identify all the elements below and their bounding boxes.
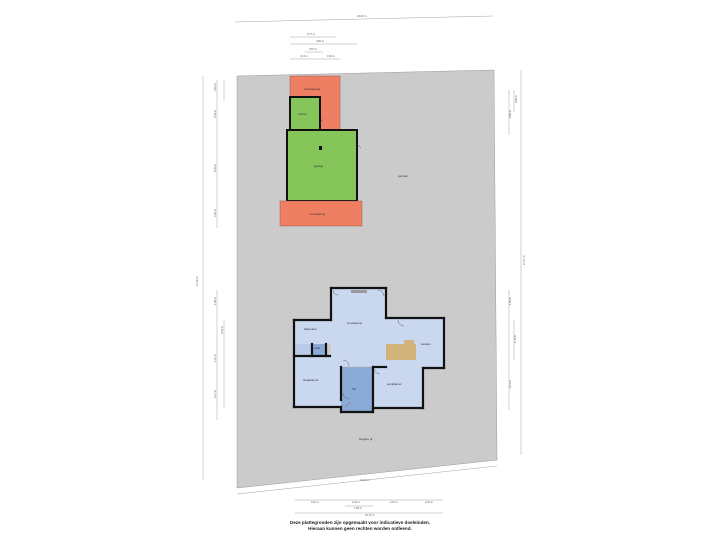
dim-left-1: 3,81 m xyxy=(213,83,217,91)
label-hal: hal xyxy=(352,387,356,391)
room-woonkamer xyxy=(331,288,386,366)
dim-right-3: 1,65 m xyxy=(508,297,512,305)
dim-left-6: 3,45 m xyxy=(220,326,224,334)
outbuilding xyxy=(279,75,363,227)
label-keuken: keuken xyxy=(421,342,431,346)
label-werkkamer: werkkamer xyxy=(387,382,402,386)
label-bijkeuken: bijkeuken xyxy=(304,327,317,331)
dim-right-2: 3,66 m xyxy=(508,110,512,118)
label-woonkamer: woonkamer xyxy=(347,321,363,325)
window-woonkamer xyxy=(351,290,367,293)
shed xyxy=(289,96,321,131)
top-dimensions xyxy=(234,15,494,60)
dim-top-3: 3,57 m xyxy=(309,47,317,51)
garage-side-door xyxy=(356,143,362,149)
room-bijkeuken xyxy=(295,320,331,344)
room-hal xyxy=(341,367,373,412)
dim-right-4: 1,78 m xyxy=(513,335,517,343)
room-slaapkamer xyxy=(294,356,341,407)
terrace-bottom xyxy=(279,200,363,227)
label-floor: begane gr. xyxy=(359,437,373,441)
dim-left-5: 1,98 m xyxy=(213,297,217,305)
room-toilet xyxy=(312,344,326,356)
room-werkkamer xyxy=(373,367,423,408)
label-garage: garage xyxy=(314,164,324,168)
bottom-dimensions xyxy=(236,465,498,514)
dim-bottom-1: 3,10 m xyxy=(311,500,319,504)
dim-top-5: 0,30 m xyxy=(327,54,335,58)
dim-bottom-sub: 1,96 m xyxy=(354,506,362,510)
label-perceel: perceel xyxy=(398,174,408,178)
dim-right-total: 27,97 m xyxy=(522,256,526,265)
kitchen-counter-end xyxy=(404,340,414,360)
room-bathroom xyxy=(295,344,312,356)
label-overkapping-top: overkapping xyxy=(304,87,321,91)
garage-door-swing xyxy=(319,118,324,125)
house xyxy=(292,286,446,414)
dim-bottom-edge: 24,40 m xyxy=(360,478,369,482)
room-keuken xyxy=(386,318,444,368)
dim-top-total: 22,00 m xyxy=(357,14,366,18)
dim-right-1: 0,84 m xyxy=(514,95,518,103)
label-schuur: schuur xyxy=(298,112,307,116)
garage xyxy=(286,129,358,202)
label-overkapping-bottom: overkapping xyxy=(309,212,326,216)
garage-chimney xyxy=(319,146,322,150)
label-toilet: toilet xyxy=(314,346,321,350)
dim-left-7: 1,97 m xyxy=(213,354,217,362)
dim-bottom-2: 2,02 m xyxy=(352,500,360,504)
label-slaapkamer: slaapkamer xyxy=(303,378,319,382)
dim-left-8: 4,27 m xyxy=(213,390,217,398)
dim-left-total: 47,99 m xyxy=(195,277,199,286)
disclaimer-line-1: Deze plattegronden zijn opgemaakt voor i… xyxy=(289,520,431,525)
dim-bottom-4: 2,01 m xyxy=(425,500,433,504)
door-swings xyxy=(332,289,405,408)
right-dimensions xyxy=(508,70,522,455)
dim-top-4: 2,14 m xyxy=(300,54,308,58)
left-dimensions xyxy=(202,76,225,480)
dim-left-2: 2,03 m xyxy=(213,110,217,118)
disclaimer-line-2: Hieraan kunnen geen rechten worden ontle… xyxy=(308,526,412,531)
dim-bottom-total: 10,73 m xyxy=(365,513,374,517)
dim-top-2: 3,90 m xyxy=(316,39,324,43)
dim-left-4: 3,30 m xyxy=(213,209,217,217)
walls xyxy=(292,286,446,414)
dim-top-1: 6,77 m xyxy=(307,32,315,36)
dim-left-3: 6,05 m xyxy=(213,164,217,172)
dim-right-5: 4,11 m xyxy=(508,380,512,388)
dim-bottom-3: 2,07 m xyxy=(390,500,398,504)
plot-area xyxy=(236,69,498,489)
